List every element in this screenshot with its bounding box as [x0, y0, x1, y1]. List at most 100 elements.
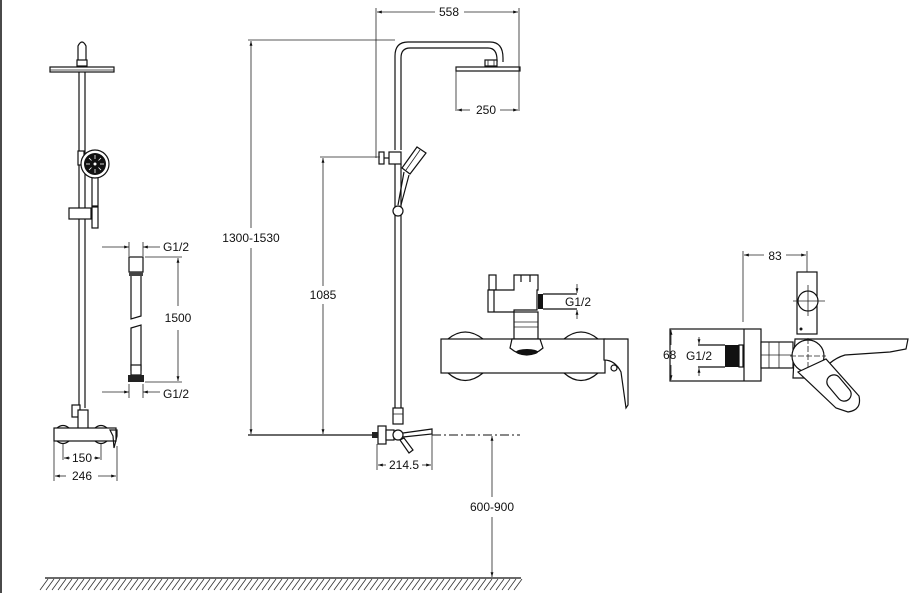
floor-hatch-line — [405, 578, 415, 591]
dimension-label-83: 83 — [768, 249, 782, 263]
floor-hatch-line — [201, 578, 211, 591]
floor-hatch-line — [303, 578, 313, 591]
dimension-label-68: 68 — [663, 348, 677, 362]
floor-hatch-line — [159, 578, 169, 591]
floor-hatch-line — [489, 578, 499, 591]
floor-hatch-line — [423, 578, 433, 591]
floor-hatch-line — [513, 578, 523, 591]
floor-hatch-line — [249, 578, 259, 591]
dimension-83: 83 — [742, 249, 808, 322]
floor-hatch-line — [381, 578, 391, 591]
dimension-150: 150 — [62, 444, 102, 465]
hose-top-thread-label: G1/2 — [163, 240, 189, 254]
floor-hatch-line — [51, 578, 61, 591]
floor-hatch-line — [63, 578, 73, 591]
floor-hatch-line — [471, 578, 481, 591]
mixer-outlet-thread-label: G1/2 — [565, 295, 591, 309]
dimension-label-214-5: 214.5 — [389, 458, 419, 472]
floor-hatch-line — [117, 578, 127, 591]
riser-top-cap — [77, 41, 87, 62]
hand-shower-side — [397, 146, 427, 206]
floor-hatch-line — [393, 578, 403, 591]
dimension-246: 246 — [53, 441, 118, 483]
floor-hatch-line — [387, 578, 397, 591]
hose-top-nut — [128, 256, 144, 273]
dimension-68: 68 — [663, 330, 677, 380]
floor-hatch-line — [291, 578, 301, 591]
floor-hatch-line — [231, 578, 241, 591]
floor-hatch-line — [39, 578, 49, 591]
floor-hatch-line — [369, 578, 379, 591]
floor-hatch-line — [255, 578, 265, 591]
floor-hatch-line — [495, 578, 505, 591]
floor-hatch-line — [399, 578, 409, 591]
floor-hatch-line — [129, 578, 139, 591]
shower-hose-detail: G1/2 G1/2 1500 — [102, 240, 192, 401]
floor-hatch-line — [453, 578, 463, 591]
floor-hatch-line — [345, 578, 355, 591]
floor-hatch-line — [243, 578, 253, 591]
hose-length-label: 1500 — [165, 311, 192, 325]
floor-hatch-line — [309, 578, 319, 591]
floor-hatch-line — [135, 578, 145, 591]
dimension-558: 558 — [375, 5, 520, 158]
floor-hatch-line — [69, 578, 79, 591]
head-connector — [76, 59, 88, 67]
floor-hatch-line — [285, 578, 295, 591]
floor-hatch-line — [219, 578, 229, 591]
dimension-label-250: 250 — [476, 103, 496, 117]
mixer-front-detail: G1/2 — [440, 274, 629, 410]
floor-hatch-line — [465, 578, 475, 591]
dimension-label-1085: 1085 — [310, 288, 337, 302]
floor-hatch-line — [441, 578, 451, 591]
floor-hatch-line — [417, 578, 427, 591]
floor-hatch-line — [279, 578, 289, 591]
floor-hatch-line — [45, 578, 55, 591]
floor-hatch-line — [75, 578, 85, 591]
mixer-inlet-thread-label: G1/2 — [686, 349, 712, 363]
floor-hatch-line — [93, 578, 103, 591]
floor-hatch-line — [477, 578, 487, 591]
wall-bracket — [388, 151, 402, 165]
shower-arm-outer — [394, 41, 504, 150]
dimension-label-total-height: 1300-1530 — [222, 231, 280, 245]
floor-hatch-line — [165, 578, 175, 591]
floor-hatch-line — [207, 578, 217, 591]
hose-bottom-thread-label: G1/2 — [163, 387, 189, 401]
floor-hatch-line — [171, 578, 181, 591]
floor-hatch-line — [123, 578, 133, 591]
overhead-shower-head — [49, 66, 115, 73]
floor-hatch-line — [501, 578, 511, 591]
floor-hatch-line — [459, 578, 469, 591]
floor-hatch-line — [87, 578, 97, 591]
dimension-label-558: 558 — [439, 5, 459, 19]
floor-hatch-line — [411, 578, 421, 591]
floor-hatch-line — [153, 578, 163, 591]
dimension-label-mounting-height: 600-900 — [470, 500, 514, 514]
floor-hatch-line — [189, 578, 199, 591]
wall-flange — [669, 328, 762, 382]
floor-hatch-line — [429, 578, 439, 591]
floor-hatch-line — [339, 578, 349, 591]
hand-shower-head — [80, 149, 110, 179]
floor-hatch-line — [483, 578, 493, 591]
dimension-label-150: 150 — [72, 451, 92, 465]
floor-hatch-line — [267, 578, 277, 591]
floor-hatch-line — [177, 578, 187, 591]
floor-hatch-line — [507, 578, 517, 591]
floor-hatch-line — [375, 578, 385, 591]
dimension-600-900: 600-900 — [470, 436, 514, 577]
floor-hatch-line — [363, 578, 373, 591]
floor-hatch-line — [447, 578, 457, 591]
dimension-250: 250 — [457, 103, 518, 117]
floor-hatch-line — [105, 578, 115, 591]
front-mixer-body — [53, 424, 118, 449]
floor-hatch-line — [141, 578, 151, 591]
floor-hatch-line — [435, 578, 445, 591]
front-view-shower-column: 150 246 — [49, 41, 118, 483]
floor-hatch-line — [333, 578, 343, 591]
floor-hatch-line — [315, 578, 325, 591]
hand-shower-holder — [68, 207, 92, 220]
page-border-left — [0, 0, 2, 593]
